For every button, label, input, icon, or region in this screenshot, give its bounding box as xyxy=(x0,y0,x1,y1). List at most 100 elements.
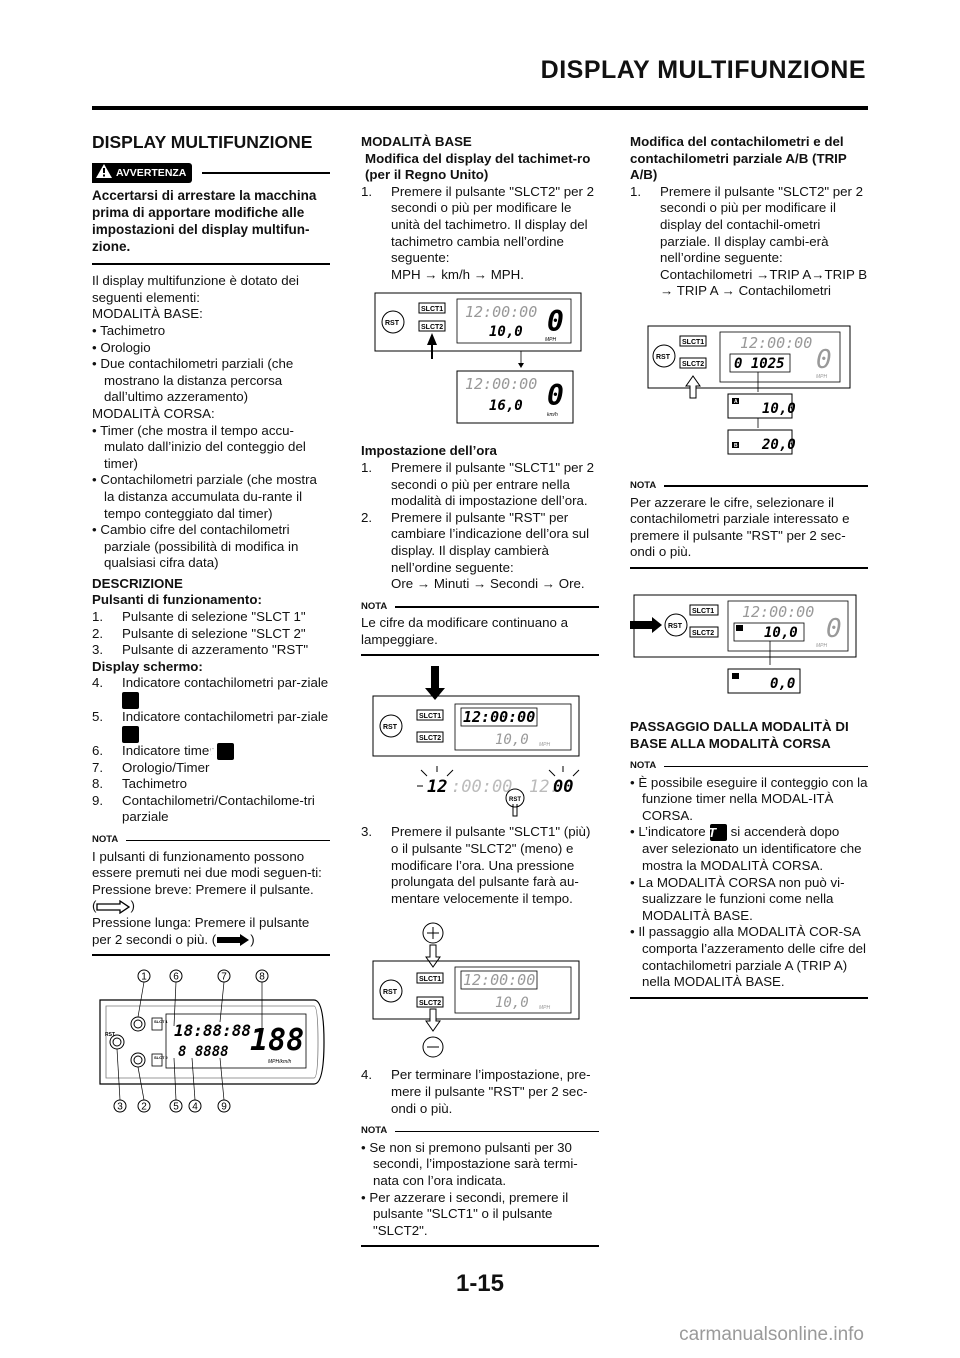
list-item: • Orologio xyxy=(92,339,151,355)
nota-end-rule xyxy=(361,1245,599,1248)
item-number: 4. xyxy=(92,675,104,691)
lcd-time: 12:00:00 xyxy=(742,603,814,621)
warning-header: AVVERTENZA xyxy=(92,162,330,184)
tach-step: 1.Premere il pulsante "SLCT2" per 2 seco… xyxy=(361,184,599,267)
nota-label: NOTA xyxy=(630,479,657,491)
slct1-label: SLCT1 xyxy=(692,608,714,615)
lcd-trip: 10,0 xyxy=(764,625,798,641)
callout-7: 7 xyxy=(221,972,227,983)
rst-label: RST xyxy=(385,320,400,327)
item-text: Pulsante di azzeramento "RST" xyxy=(122,642,309,658)
numbered-item: 4. Indicatore contachilometri par-ziale A xyxy=(92,675,330,710)
lcd-speed: 0 xyxy=(826,614,842,644)
list-item-text: Orologio xyxy=(100,339,151,355)
trip-figure: RST SLCT1 SLCT2 12:00:00 0 1025 0 MPH A … xyxy=(647,325,851,455)
step-4: 4. Per terminare l’impostazione, pre-mere… xyxy=(361,1067,599,1117)
nota-end-rule xyxy=(361,654,599,657)
list-item-text: Timer (che mostra il tempo accu-mulato d… xyxy=(100,422,306,471)
nota-short-press: Pressione breve: Premere il pulsante. xyxy=(92,881,314,897)
trip-reset-figure: RST SLCT1 SLCT2 12:00:00 10,0 0 MPH 0,0 xyxy=(630,594,857,694)
slct1-label: SLCT1 xyxy=(419,976,441,983)
list-item: • È possibile eseguire il conteggio con … xyxy=(630,774,868,823)
numbered-item: 2.Pulsante di selezione "SLCT 2" xyxy=(92,626,330,643)
list-item: • La MODALITÀ CORSA non può vi-sualizzar… xyxy=(630,874,845,923)
step-number: 1. xyxy=(630,183,642,199)
indicator-a-icon: A xyxy=(111,692,139,710)
adjust-figure: RST SLCT1 SLCT2 12:00:00 10,0 MPH xyxy=(372,922,580,1058)
list-item-text: Tachimetro xyxy=(100,322,166,338)
step-text: Premere il pulsante "SLCT1" (più) o il p… xyxy=(391,824,591,906)
nota-label: NOTA xyxy=(361,1125,388,1137)
tach-figure: RST SLCT1 SLCT2 12:00:00 10,0 0 MPH 12:0… xyxy=(374,292,582,424)
list-item: • Il passaggio alla MODALITÀ COR-SA comp… xyxy=(630,924,866,990)
lcd-trip-a: 10,0 xyxy=(762,401,796,417)
lcd-speed: 0 xyxy=(547,305,564,338)
nota-label: NOTA xyxy=(630,760,657,772)
numbered-item: 2.Premere il pulsante "RST" per cambiare… xyxy=(361,510,599,576)
slct1-label: SLCT 1 xyxy=(154,1019,169,1024)
race-mode-label: MODALITÀ CORSA: xyxy=(92,405,215,421)
trip-b-tag: B xyxy=(734,443,738,449)
nota-header: NOTA xyxy=(361,1123,599,1140)
item-text: Orologio/Timer xyxy=(122,759,210,775)
step-number: 4. xyxy=(361,1067,373,1083)
numbered-item: 8.Tachimetro xyxy=(92,776,330,793)
lcd-time: 12:00:00 xyxy=(740,334,812,352)
lcd-time: 18:88:88 xyxy=(174,1021,251,1040)
callout-8: 8 xyxy=(259,972,265,983)
list-item: • Contachilometri parziale (che mostra l… xyxy=(92,472,317,521)
item-number: 1. xyxy=(361,459,373,475)
nota-text: I pulsanti di funzionamento possono esse… xyxy=(92,848,322,881)
list-item-text: si accenderà dopo aver selezionato un id… xyxy=(642,824,862,874)
warning-triangle-icon xyxy=(96,163,112,178)
lcd-unit: MPH xyxy=(539,1005,551,1011)
press-arrow-icon xyxy=(427,333,437,360)
item-number: 8. xyxy=(92,776,104,792)
lcd-unit: MPH/km/h xyxy=(268,1059,292,1065)
list-item: • Tachimetro xyxy=(92,322,166,338)
nota-header: NOTA xyxy=(630,758,868,775)
step-text: Per terminare l’impostazione, pre-mere i… xyxy=(391,1067,591,1116)
tach-heading: Modifica del display del tachimet-ro (pe… xyxy=(365,150,591,183)
numbered-item: 5.Indicatore contachilometri par-ziale B xyxy=(92,709,330,743)
watermark: carmanualsonline.info xyxy=(679,1324,864,1345)
item-text: Indicatore contachilometri par-ziale xyxy=(122,675,329,691)
page-header: DISPLAY MULTIFUNZIONE xyxy=(0,0,960,110)
numbered-item: 1. Premere il pulsante "SLCT1" per 2 seco… xyxy=(361,460,599,510)
list-item: • Se non si premono pulsanti per 30 seco… xyxy=(361,1139,578,1188)
lcd-trip: 10,0 xyxy=(495,732,529,748)
lcd-trip: 10,0 xyxy=(495,995,529,1011)
slct2-label: SLCT2 xyxy=(419,735,441,742)
list-item-text: Cambio cifre del contachilometri parzial… xyxy=(100,522,299,571)
lcd-unit: MPH xyxy=(816,643,828,649)
list-item-text: Se non si premono pulsanti per 30 second… xyxy=(369,1139,578,1188)
item-number: 1. xyxy=(92,609,104,625)
lcd-time-2: 12:00:00 xyxy=(465,375,537,393)
tach-sequence: MPH → km/h → MPH. xyxy=(391,266,524,282)
lcd-unit: MPH xyxy=(539,742,551,748)
step-text: Premere il pulsante "SLCT2" per 2 second… xyxy=(391,183,595,266)
slct1-label: SLCT1 xyxy=(421,306,443,313)
step-text: Premere il pulsante "SLCT2" per 2 second… xyxy=(660,183,864,266)
buttons-heading: Pulsanti di funzionamento: xyxy=(92,592,262,608)
trip-step: 1. Premere il pulsante "SLCT2" per 2 seco… xyxy=(630,184,868,267)
slct1-label: SLCT1 xyxy=(682,339,704,346)
list-item: • Per azzerare i secondi, premere il pul… xyxy=(361,1189,569,1238)
numbered-item: 1. Pulsante di selezione "SLCT 1" xyxy=(92,609,330,626)
item-number: 9. xyxy=(92,792,104,808)
nota-header: NOTA xyxy=(630,478,868,495)
outline-arrow-icon xyxy=(96,899,131,914)
warning-label: AVVERTENZA xyxy=(116,166,187,179)
display-list: 4. Indicatore contachilometri par-ziale A… xyxy=(92,675,330,826)
column-2: MODALITÀ BASE Modifica del display del t… xyxy=(361,134,599,1257)
press-arrow-icon xyxy=(630,616,662,633)
nota-header: NOTA xyxy=(361,599,599,616)
column-1: DISPLAY MULTIFUNZIONE AVVERTENZA Accerta… xyxy=(92,133,330,1122)
list-item: • Timer (che mostra il tempo accu-mulato… xyxy=(92,422,306,471)
nota-text: Le cifre da modificare continuano a lamp… xyxy=(361,615,568,647)
item-text: Pulsante di selezione "SLCT 1" xyxy=(122,609,306,625)
indicator-t-icon: T xyxy=(207,742,235,760)
list-item: • Cambio cifre del contachilometri parzi… xyxy=(92,522,299,571)
item-text: Premere il pulsante "SLCT1" per 2 second… xyxy=(391,459,595,509)
slct2-label: SLCT 2 xyxy=(154,1055,169,1060)
